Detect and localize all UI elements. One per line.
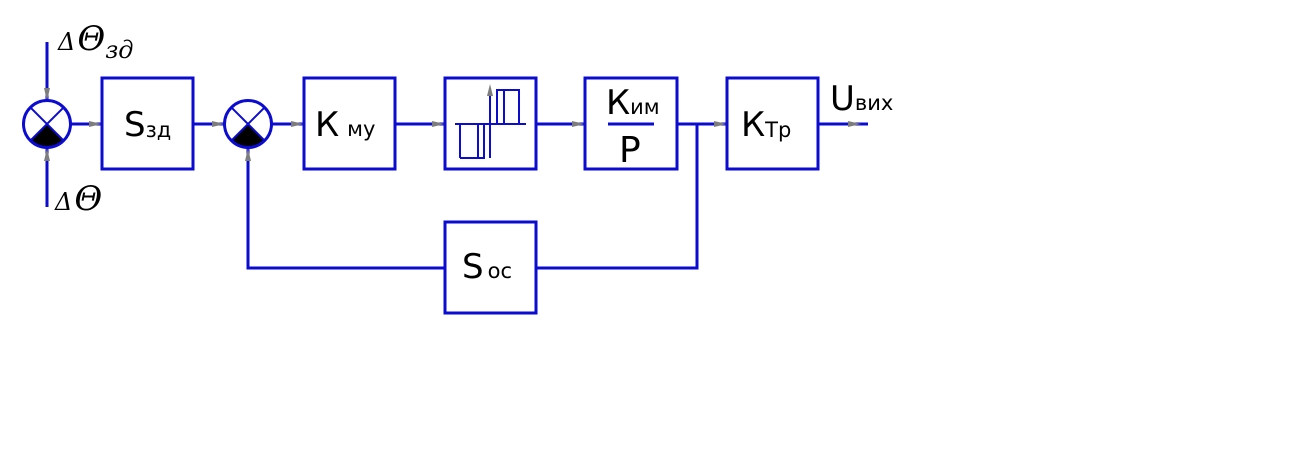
wire-feedback-return	[246, 148, 445, 270]
svg-text:Sос: Sос	[462, 247, 512, 287]
output-label: Uвих	[830, 79, 893, 119]
arrow-setpoint	[44, 88, 50, 101]
block-k-tr-sub: Тр	[764, 118, 791, 142]
block-relay-hysteresis	[443, 76, 538, 171]
svg-text:Кму: Кму	[315, 105, 375, 145]
arrow-relay	[432, 121, 445, 127]
output-label-main: U	[830, 79, 855, 119]
arrow-kmu	[291, 121, 304, 127]
summing-junction-2	[223, 99, 273, 149]
arrow-ktr	[714, 121, 727, 127]
arrow-szd	[89, 121, 102, 127]
feedback-delta: Δ	[54, 188, 72, 216]
block-k-tr: КТр	[725, 76, 820, 171]
block-k-im-over-p: Ким Р	[583, 76, 679, 171]
setpoint-delta: Δ	[57, 28, 75, 56]
block-k-mu-sub: му	[347, 117, 375, 141]
relay-y-axis-arrowhead	[487, 84, 493, 96]
block-s-oc-main: S	[462, 247, 484, 287]
arrow-output	[848, 121, 861, 127]
arrow-sum2	[212, 121, 225, 127]
block-k-im-denominator: Р	[619, 130, 641, 171]
block-k-im-sub: им	[630, 95, 660, 119]
block-k-tr-main: К	[741, 105, 765, 145]
wire-feedback-tap	[536, 124, 699, 270]
feedback-theta: Θ	[74, 179, 102, 219]
svg-text:КТр: КТр	[741, 105, 791, 145]
setpoint-theta: Θ	[77, 19, 105, 59]
block-s-oc-sub: ос	[488, 259, 512, 283]
setpoint-subscript: зд	[105, 36, 133, 64]
svg-text:Ким: Ким	[606, 83, 660, 123]
block-s-zd-sub: зд	[146, 118, 172, 142]
arrow-feedback-sum2	[245, 148, 251, 161]
block-s-zd: Sзд	[100, 76, 195, 171]
signal-arrows	[44, 88, 861, 161]
arrow-kim	[572, 121, 585, 127]
block-k-im-main: К	[606, 83, 630, 123]
svg-text:Sзд: Sзд	[124, 105, 171, 145]
setpoint-input-label: ΔΘзд	[57, 19, 134, 64]
wires	[45, 42, 868, 270]
block-k-mu-main: К	[315, 105, 339, 145]
output-label-sub: вих	[855, 91, 893, 115]
feedback-input-label: ΔΘ	[54, 179, 102, 219]
summing-junction-1	[22, 99, 72, 149]
arrow-feedback	[44, 148, 50, 161]
block-s-zd-main: S	[124, 105, 146, 145]
